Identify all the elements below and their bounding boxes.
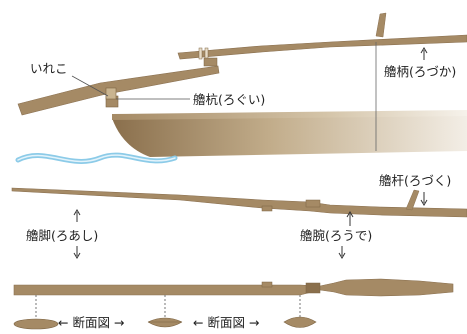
label-section-view-1: ← 断面図 → — [58, 315, 125, 330]
label-roude: 艪腕(ろうで) — [300, 228, 373, 243]
label-rogui: 艪杭(ろぐい) — [193, 92, 266, 107]
boat-hull — [112, 110, 467, 157]
oar-side-grip — [405, 189, 420, 211]
mounted-oar-scene — [15, 12, 467, 164]
cross-section-3 — [283, 316, 317, 328]
ireko-socket — [105, 87, 117, 100]
oar-blade-mounted — [17, 65, 220, 116]
oar-side-body — [11, 187, 467, 218]
oar-top-view — [13, 278, 454, 330]
cross-section-2 — [147, 317, 183, 328]
label-rozuka: 艪柄(ろづか) — [384, 64, 457, 79]
oar-top-body — [13, 278, 454, 297]
label-rozuku: 艪杆(ろづく) — [379, 173, 452, 188]
cross-section-1 — [13, 318, 59, 330]
label-ireko: いれこ — [30, 61, 68, 76]
oar-grip-mounted — [375, 12, 387, 38]
oar-side-view — [11, 187, 467, 259]
label-roashi: 艪脚(ろあし) — [26, 228, 99, 243]
label-section-view-2: ← 断面図 → — [193, 315, 260, 330]
water-waves — [15, 152, 178, 164]
